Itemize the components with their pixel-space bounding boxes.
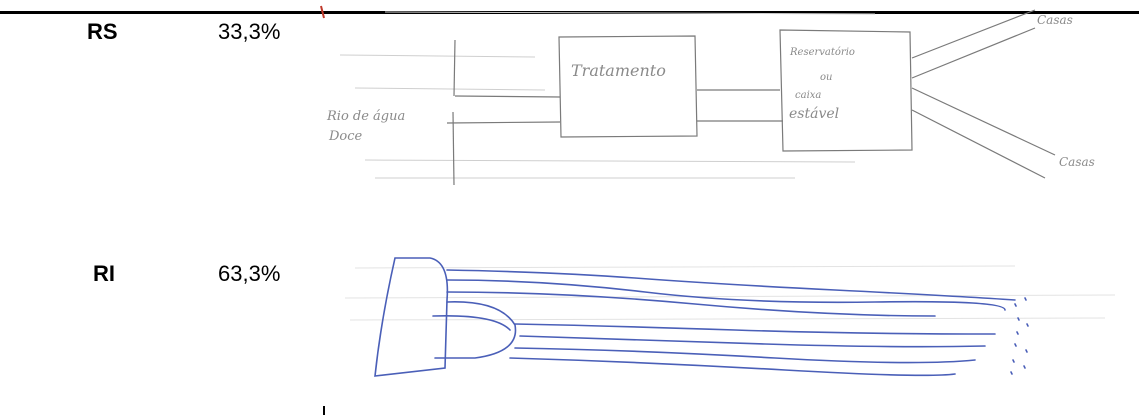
inlet-label-line-2: Doce: [328, 129, 363, 144]
stray-mark: [323, 406, 325, 415]
red-pen-mark: [321, 6, 324, 18]
block-2-label-line-2: ou: [820, 72, 832, 83]
block-2-label-line-1: Reservatório: [789, 47, 855, 58]
rs-water-supply-sketch: Tratamento Reservatório ou caixa estável…: [315, 0, 1139, 200]
block-1-label: Tratamento: [571, 61, 666, 80]
outlet-bottom-label: Casas: [1059, 155, 1095, 169]
ri-faint-background-lines: [345, 266, 1115, 320]
row-value-rs: 33,3%: [218, 19, 280, 45]
outlet-top-label: Casas: [1037, 13, 1073, 27]
ri-pipes-sketch: [315, 240, 1139, 390]
block-2-label-line-4: estável: [789, 106, 839, 122]
inlet-label-line-1: Rio de água: [326, 109, 405, 124]
row-value-ri: 63,3%: [218, 261, 280, 287]
ri-pen-lines: [375, 258, 1028, 376]
rs-pencil-lines: [447, 10, 1055, 185]
row-label-rs: RS: [87, 19, 118, 45]
block-2-label-line-3: caixa: [795, 90, 821, 101]
rs-handwritten-labels: Tratamento Reservatório ou caixa estável…: [326, 13, 1095, 169]
row-label-ri: RI: [93, 261, 115, 287]
